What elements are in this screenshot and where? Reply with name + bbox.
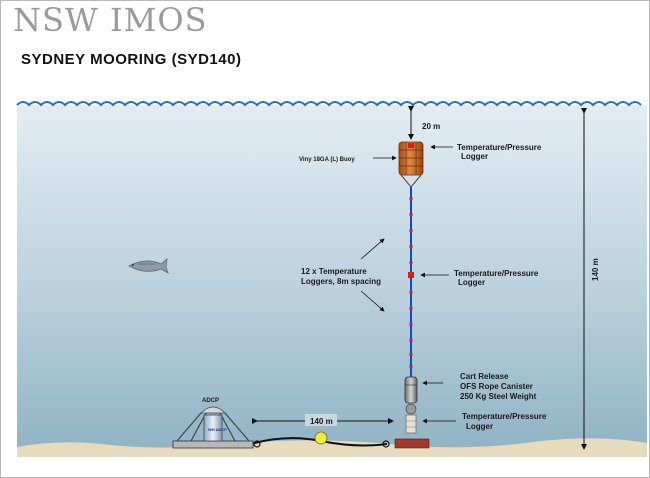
temp-loggers-arrow-up (360, 238, 385, 260)
horizontal-distance-label: 140 m (310, 417, 333, 426)
temperature-logger-markers (409, 197, 413, 368)
ground-line-shackle-right (382, 440, 390, 448)
adcp-label: ADCP (202, 398, 219, 404)
water-depth-label: 140 m (591, 258, 600, 281)
release-label-line-3: 250 Kg Steel Weight (460, 392, 537, 401)
anchor-weight (394, 438, 430, 449)
mid-logger-label-line-2: Logger (458, 278, 485, 287)
top-logger-marker (408, 143, 414, 148)
seabed-sand (17, 438, 647, 457)
horizontal-distance-label-bg (305, 414, 337, 426)
page-title: SYDNEY MOORING (SYD140) (21, 51, 242, 68)
surface-depth-label: 20 m (422, 122, 440, 131)
subsurface-buoy (398, 141, 424, 188)
top-logger-label-line-2: Logger (461, 152, 488, 161)
water-body (17, 105, 647, 457)
temp-loggers-arrow-down (360, 290, 385, 312)
release-label-line-1: Cart Release (460, 372, 509, 381)
brand-logo-text: NSW IMOS (13, 1, 208, 39)
acoustic-release-assembly (404, 376, 418, 434)
fish-illustration (128, 258, 169, 274)
sea-surface-waves (16, 101, 642, 107)
release-label: Cart Release OFS Rope Canister 250 Kg St… (460, 372, 537, 401)
mid-logger-label: Temperature/Pressure Logger (454, 269, 541, 287)
bottom-logger-label: Temperature/Pressure Logger (462, 412, 549, 431)
buoy-label: Viny 18GA (L) Buoy (299, 157, 355, 163)
adcp-frame (172, 406, 254, 449)
top-logger-label: Temperature/Pressure Logger (457, 143, 544, 161)
bottom-logger-label-line-1: Temperature/Pressure (462, 412, 547, 421)
mid-logger-marker (408, 272, 414, 278)
ground-line-shackle-left (253, 440, 261, 448)
ground-line-float (314, 431, 328, 445)
bottom-logger-label-line-2: Logger (466, 422, 493, 431)
temp-loggers-label-line-2: Loggers, 8m spacing (301, 277, 381, 286)
adcp-body-label: WH ADCP (208, 427, 227, 432)
mid-logger-label-line-1: Temperature/Pressure (454, 269, 539, 278)
top-logger-label-line-1: Temperature/Pressure (457, 143, 542, 152)
release-label-line-2: OFS Rope Canister (460, 382, 533, 391)
temp-loggers-label-line-1: 12 x Temperature (301, 267, 367, 276)
temp-loggers-label: 12 x Temperature Loggers, 8m spacing (301, 267, 381, 286)
